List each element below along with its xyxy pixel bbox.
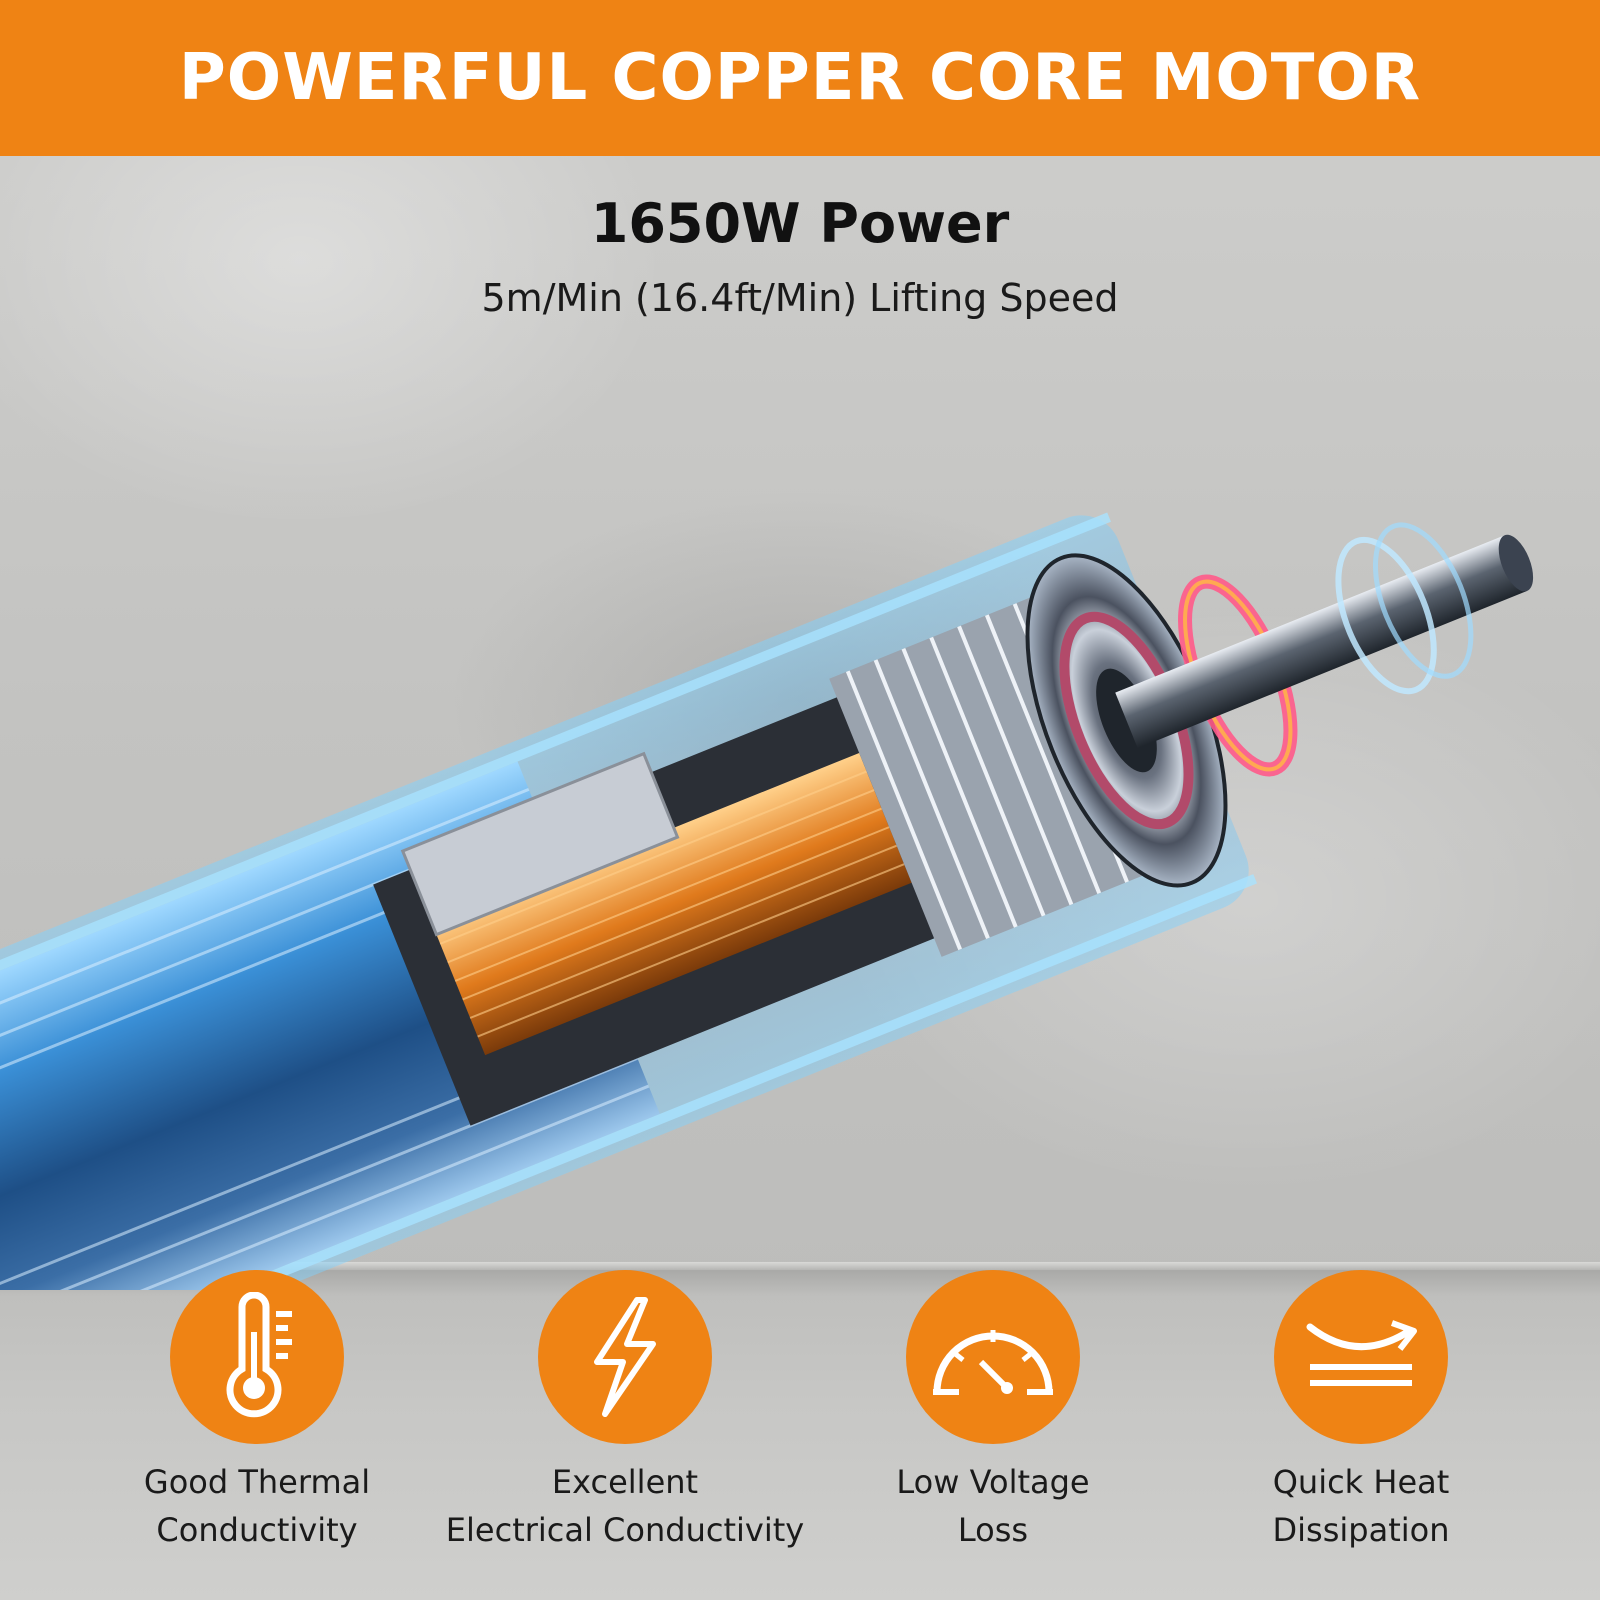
feature-thermal: Good Thermal Conductivity [77,1270,437,1554]
feature-label-line2: Loss [957,1511,1029,1549]
feature-label-line1: Excellent [551,1463,699,1501]
feature-label-line1: Low Voltage [896,1463,1090,1501]
title-banner: POWERFUL COPPER CORE MOTOR [0,0,1600,156]
power-headline: 1650W Power [590,192,1010,255]
copper-motor-illustration [0,512,1534,1290]
gauge-icon [906,1270,1080,1444]
feature-label-line1: Good Thermal [143,1463,371,1501]
feature-label-line2: Electrical Conductivity [445,1511,805,1549]
heat-wave-icon [1274,1270,1448,1444]
feature-electrical: Excellent Electrical Conductivity [445,1270,805,1554]
feature-label: Low Voltage Loss [813,1458,1173,1554]
feature-label: Excellent Electrical Conductivity [445,1458,805,1554]
feature-voltage: Low Voltage Loss [813,1270,1173,1554]
feature-label-line1: Quick Heat [1272,1463,1450,1501]
lifting-speed-text: 5m/Min (16.4ft/Min) Lifting Speed [481,276,1119,320]
feature-label: Quick Heat Dissipation [1181,1458,1541,1554]
feature-label: Good Thermal Conductivity [77,1458,437,1554]
feature-label-line2: Conductivity [156,1511,358,1549]
banner-title: POWERFUL COPPER CORE MOTOR [178,41,1422,115]
thermometer-icon [170,1270,344,1444]
feature-label-line2: Dissipation [1272,1511,1450,1549]
lightning-icon [538,1270,712,1444]
feature-heat-dissipation: Quick Heat Dissipation [1181,1270,1541,1554]
